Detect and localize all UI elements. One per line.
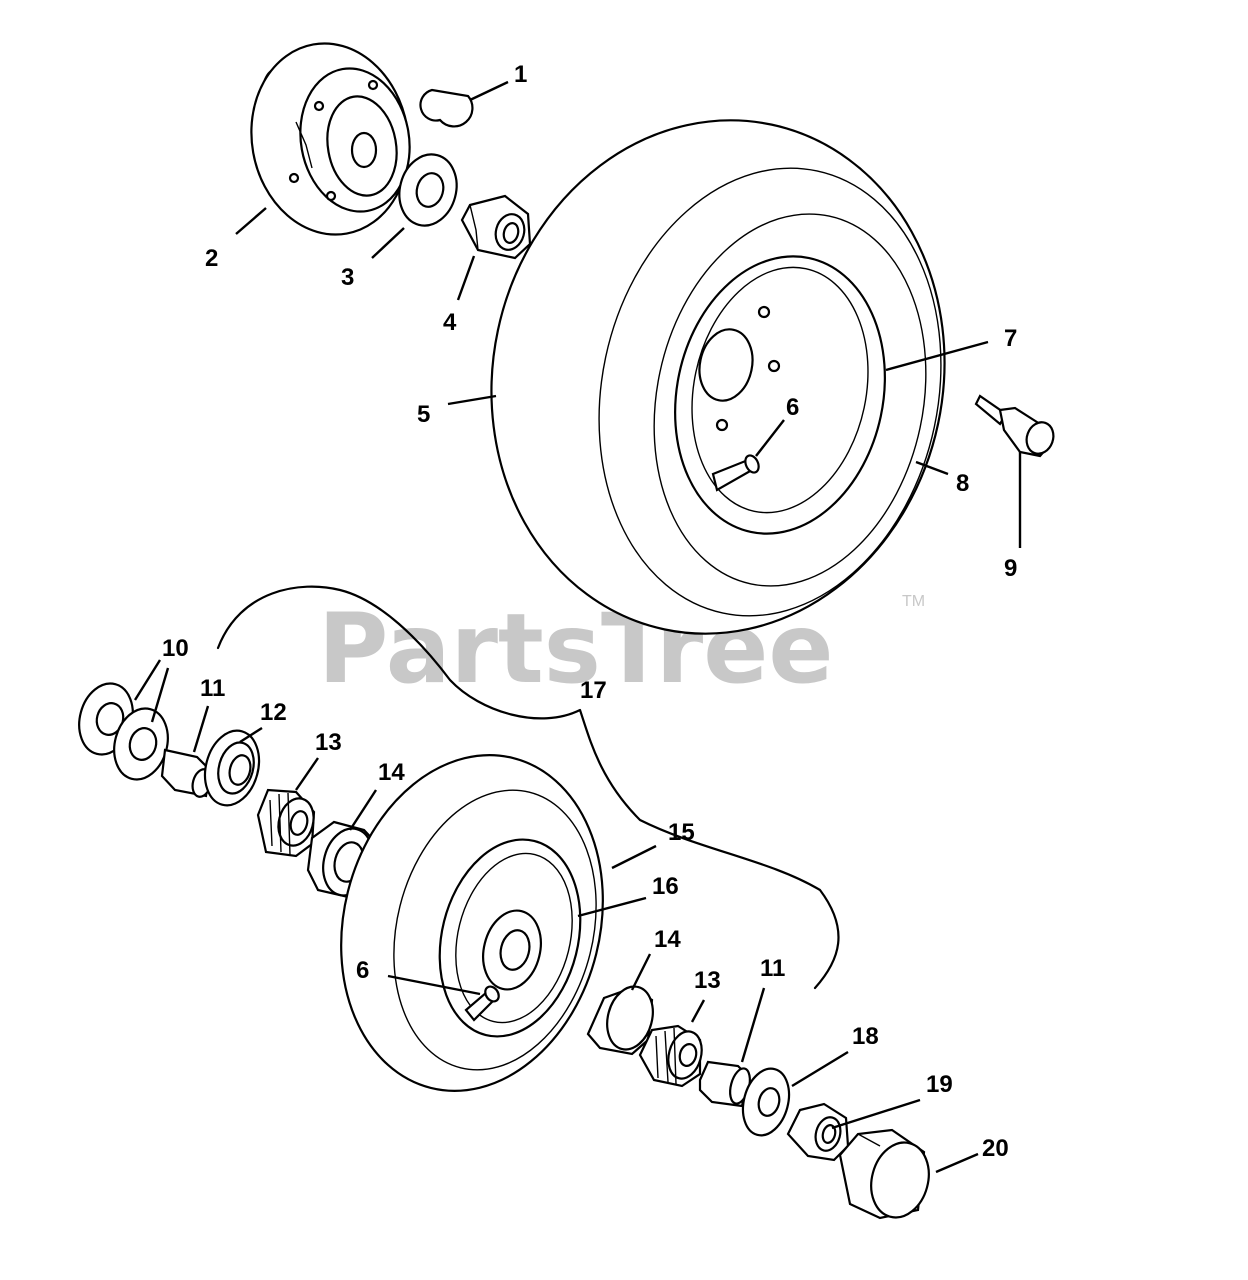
part-12-bearing-cup[interactable] [197,725,267,812]
callout-18: 18 [852,1023,879,1050]
callout-6-upper: 6 [786,394,799,421]
part-2-wheel-hub[interactable] [237,31,424,247]
callout-17: 17 [580,677,607,704]
group-bracket-curve [216,585,840,990]
part-11-spacer-upper[interactable] [160,748,214,799]
part-13-roller-bearing-lower[interactable] [638,1024,707,1088]
part-4-lock-nut[interactable] [460,194,532,260]
part-6-valve-stem-upper[interactable] [711,453,761,492]
watermark-trademark: TM [902,593,925,610]
callout-16: 16 [652,873,679,900]
callout-13-lower: 13 [694,967,721,994]
part-9-grease-fitting[interactable] [974,394,1058,458]
callout-14-upper: 14 [378,759,405,786]
part-14-bearing-race-lower[interactable] [586,981,660,1056]
callout-5: 5 [417,401,430,428]
callout-7: 7 [1004,325,1017,352]
callout-3: 3 [341,264,354,291]
callout-labels: 1 2 3 4 5 6 7 8 9 10 11 12 13 14 17 15 1… [162,61,1017,1162]
leader-lines [133,80,1022,1174]
part-10-washers[interactable] [72,677,176,785]
part-16-wheel-rim-lower[interactable] [420,825,600,1052]
callout-20: 20 [982,1135,1009,1162]
callout-19: 19 [926,1071,953,1098]
callout-6-lower: 6 [356,957,369,984]
callout-14-lower: 14 [654,926,681,953]
callout-9: 9 [1004,555,1017,582]
callout-1: 1 [514,61,527,88]
part-6-valve-stem-lower[interactable] [464,984,502,1022]
part-18-washer[interactable] [736,1063,796,1140]
callout-10: 10 [162,635,189,662]
callout-11-upper: 11 [200,675,225,702]
callout-4: 4 [443,309,457,336]
part-19-nut[interactable] [786,1102,850,1162]
callout-12: 12 [260,699,287,726]
callout-15: 15 [668,819,695,846]
callout-8: 8 [956,470,969,497]
part-7-wheel-rim[interactable] [650,237,910,554]
part-3-washer[interactable] [392,148,465,232]
callout-11-lower: 11 [760,955,785,982]
callout-13-upper: 13 [315,729,342,756]
part-1-woodruff-key[interactable] [419,88,474,128]
part-20-hub-cap[interactable] [838,1128,937,1224]
part-13-roller-bearing-upper[interactable] [256,788,319,858]
callout-2: 2 [205,245,218,272]
